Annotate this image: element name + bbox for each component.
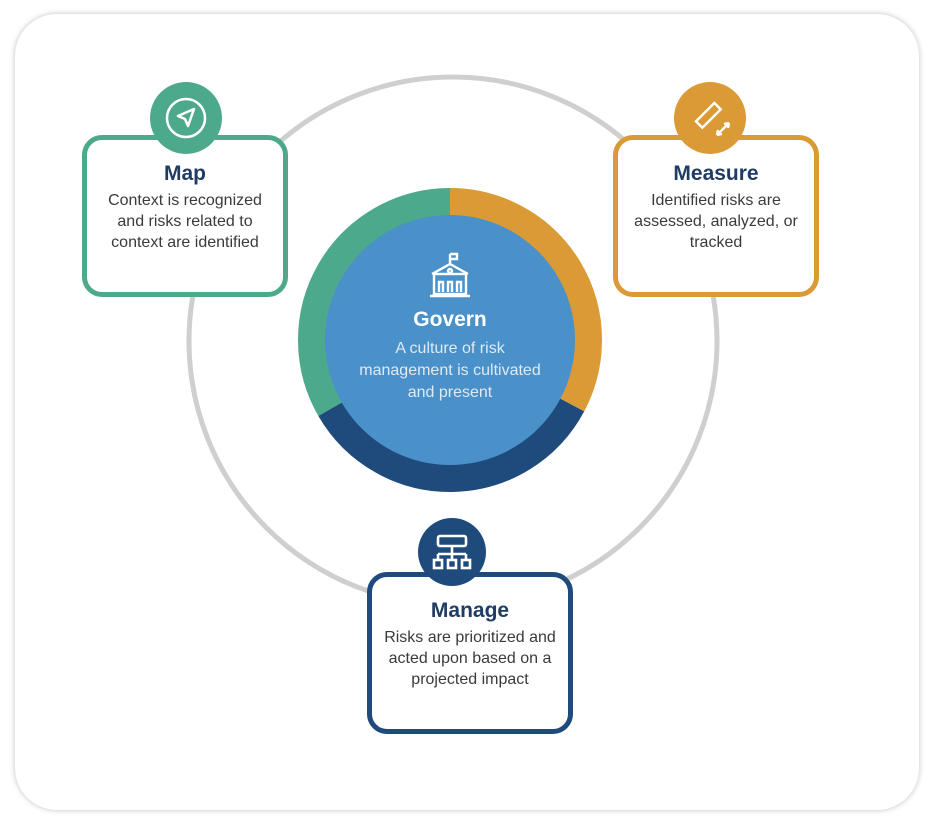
govern-description: A culture of risk management is cultivat… xyxy=(359,340,541,401)
manage-title: Manage xyxy=(430,599,510,622)
measure-description: Identified risks are assessed, analyzed,… xyxy=(634,192,798,251)
measure-arc xyxy=(449,188,602,412)
ruler-icon xyxy=(674,82,746,154)
measure-title: Measure xyxy=(673,162,759,185)
govern-title: Govern xyxy=(413,308,487,331)
hierarchy-icon xyxy=(418,518,486,586)
manage-description: Risks are prioritized and acted upon bas… xyxy=(384,629,556,688)
navigation-arrow-icon xyxy=(150,82,222,154)
map-arc xyxy=(298,188,451,416)
manage-arc xyxy=(318,398,585,492)
measure-box: Measure Identified risks are assessed, a… xyxy=(613,135,819,297)
map-box: Map Context is recognized and risks rela… xyxy=(82,135,288,297)
manage-box: Manage Risks are prioritized and acted u… xyxy=(367,572,573,734)
govern-circle xyxy=(325,215,575,465)
govern-center: Govern A culture of risk management is c… xyxy=(350,250,550,404)
map-title: Map xyxy=(164,162,206,185)
building-flag-icon xyxy=(430,252,470,298)
map-description: Context is recognized and risks related … xyxy=(108,192,262,251)
